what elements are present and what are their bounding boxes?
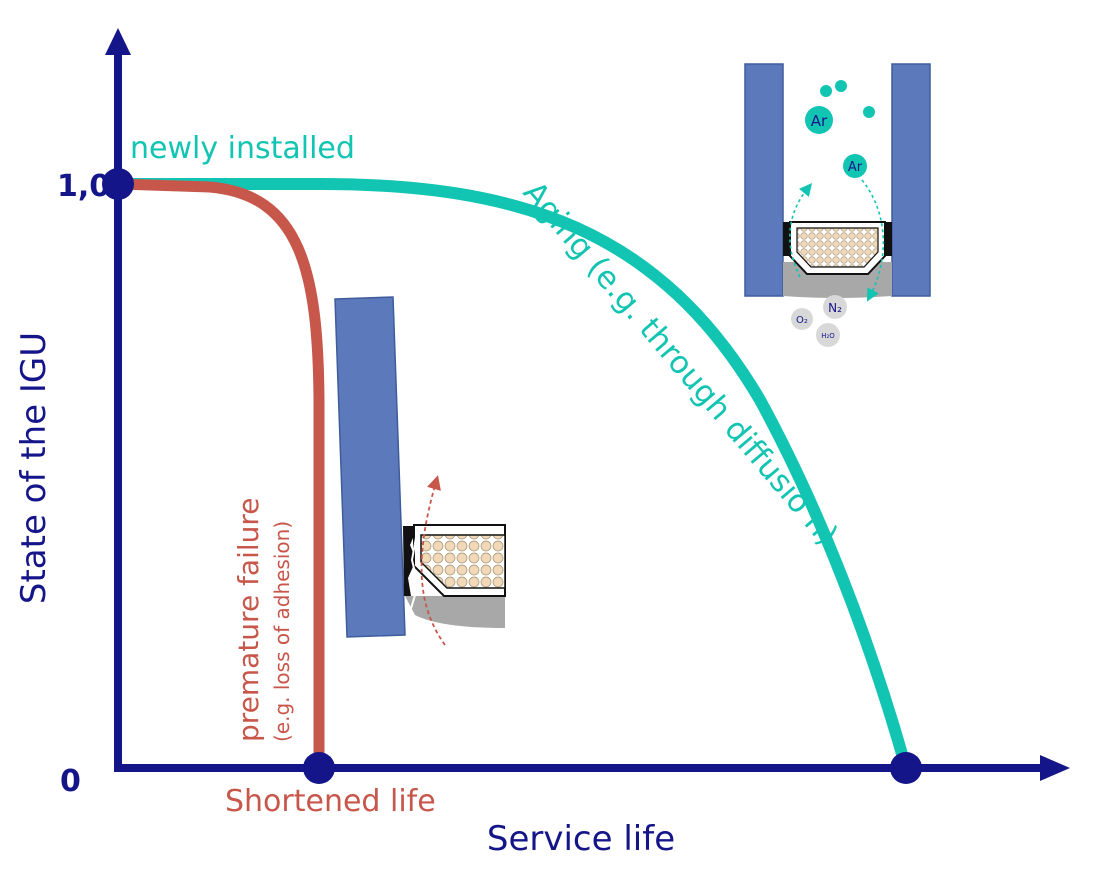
desiccant-beads-top	[796, 227, 879, 268]
y-axis-arrowhead	[105, 28, 131, 55]
argon-molecule-large	[805, 106, 833, 134]
argon-escape-arrow	[789, 183, 813, 278]
secondary-seal	[405, 596, 505, 628]
oxygen-molecule	[791, 308, 813, 330]
broken-seal	[403, 526, 418, 596]
primary-seal-left	[783, 222, 791, 256]
argon-dot-2	[835, 80, 847, 92]
premature-failure-curve	[112, 178, 325, 774]
primary-seal-right	[884, 222, 892, 256]
premature-failure-sublabel: (e.g. loss of adhesion)	[270, 521, 294, 742]
water-label: H₂O	[821, 332, 835, 340]
adhesion-failure-illustration	[334, 296, 506, 646]
end-of-life-point	[890, 752, 922, 784]
premature-failure-label: premature failure	[232, 497, 265, 742]
shortened-life-label: Shortened life	[225, 784, 436, 819]
glass-pane-tilted	[334, 296, 406, 638]
leak-path-arrow	[420, 475, 446, 646]
argon-dot-3	[863, 106, 875, 118]
argon-label-large: Ar	[811, 112, 828, 130]
argon-dot-1	[820, 85, 832, 97]
oxygen-label: O₂	[796, 315, 808, 326]
argon-molecule-small	[843, 154, 867, 178]
gas-ingress-arrow	[861, 179, 885, 302]
shortened-life-point	[303, 752, 335, 784]
crack-line	[409, 531, 420, 613]
y-axis-title: State of the IGU	[14, 332, 54, 604]
nitrogen-molecule	[823, 295, 847, 319]
y-tick-top: 1,0	[57, 169, 110, 204]
nitrogen-label: N₂	[828, 301, 842, 315]
water-molecule	[816, 323, 840, 347]
start-point	[102, 168, 134, 200]
argon-label-small: Ar	[848, 160, 863, 175]
x-axis-arrowhead	[1040, 755, 1070, 781]
x-axis-title: Service life	[487, 819, 675, 859]
glass-pane-right	[891, 63, 931, 297]
aging-curve	[112, 178, 912, 774]
gas-diffusion-illustration: Ar Ar O₂ N₂ H₂O	[744, 63, 931, 347]
glass-pane-left	[744, 63, 784, 297]
y-tick-bottom: 0	[60, 764, 81, 799]
newly-installed-label: newly installed	[130, 131, 355, 166]
